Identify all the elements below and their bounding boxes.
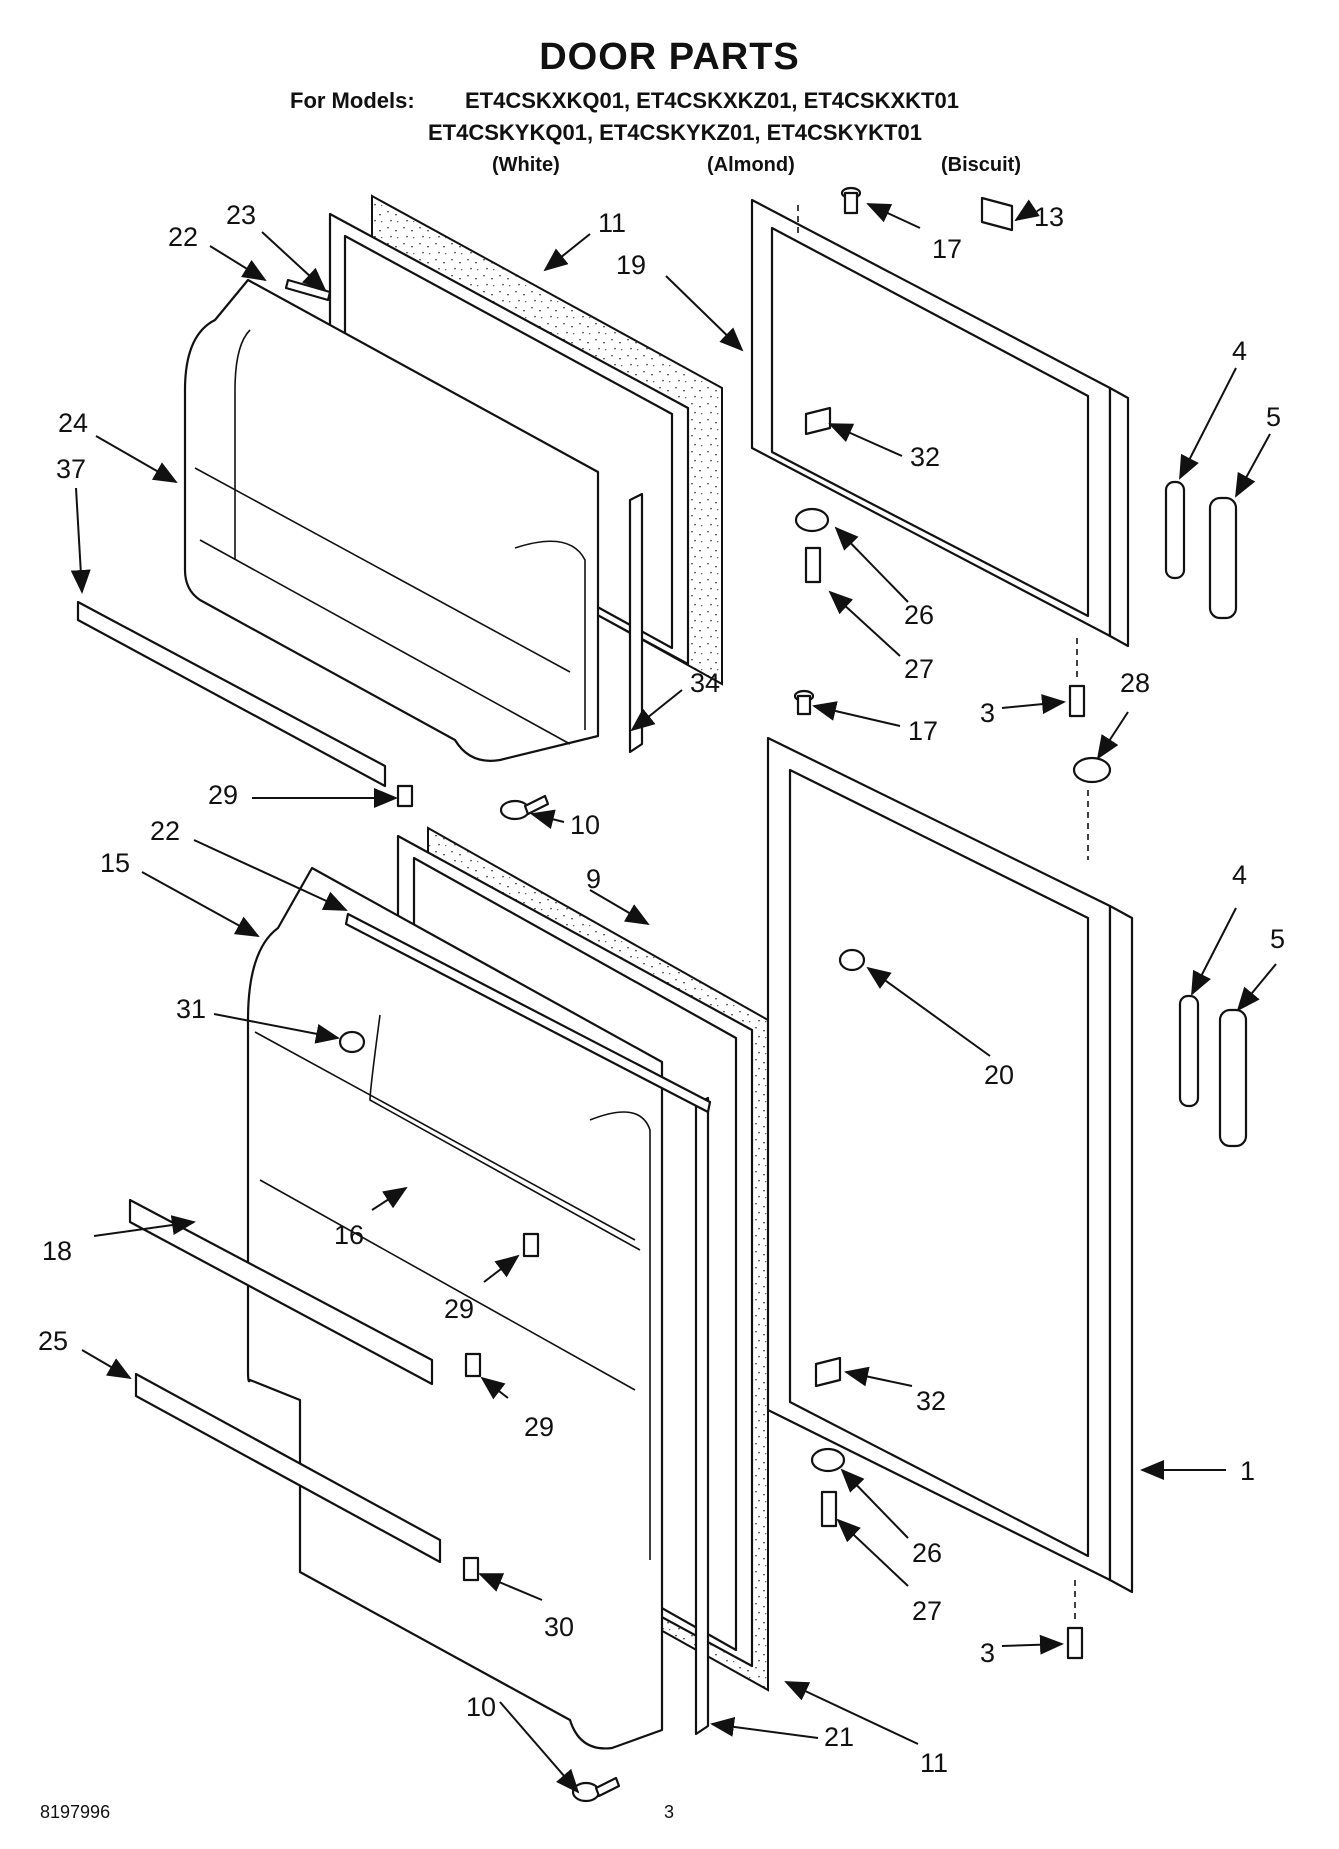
callout-34: 34 [690,668,720,698]
callout-27b: 27 [912,1596,942,1626]
freezer-breaker-strip [628,492,644,754]
callout-11b: 11 [920,1748,948,1778]
leader-lines [70,199,1271,830]
freezer-door-side [1108,386,1130,648]
freezer-door-shelf-bar [76,600,387,788]
callout-4: 4 [1232,336,1247,366]
color-white: (White) [492,154,560,176]
freezer-spacer [396,784,414,808]
models-line-1: ET4CSKXKQ01, ET4CSKXKZ01, ET4CSKXKT01 [465,88,959,113]
callout-29b: 29 [444,1294,474,1324]
freezer-handle-trim [1164,480,1186,580]
fresh-food-hinge [814,1356,842,1388]
callout-22b: 22 [150,816,180,846]
callout-numbers-lower: 22 15 9 4 5 31 20 18 16 29 25 29 32 1 26… [38,816,1285,1778]
fresh-food-spacer-3 [462,1556,480,1582]
callout-11: 11 [598,208,626,238]
callout-18: 18 [42,1236,72,1266]
callout-30: 30 [544,1612,574,1642]
fresh-food-handle-trim [1178,994,1200,1108]
fresh-food-door-shelf-bar-upper [128,1198,434,1386]
hinge-hole-plug [1072,756,1112,784]
callout-32: 32 [910,442,940,472]
callout-4b: 4 [1232,860,1247,890]
document-number: 8197996 [40,1802,111,1822]
callout-24: 24 [58,408,88,438]
callout-19: 19 [616,250,646,280]
color-almond: (Almond) [707,154,795,176]
fresh-food-door-side [1108,904,1134,1594]
fresh-food-bottom-screw [1066,1580,1084,1660]
fresh-food-door-shelf-bar-lower [134,1372,442,1564]
callout-37: 37 [56,454,86,484]
callout-3b: 3 [980,1638,995,1668]
fresh-food-retainer [344,912,712,1114]
fresh-food-breaker-strip [694,1096,710,1736]
freezer-outer-door-panel [770,226,1090,618]
callout-27: 27 [904,654,934,684]
callout-29c: 29 [524,1412,554,1442]
page-number: 3 [664,1802,675,1822]
leader-lines-lower [81,839,1277,1794]
fresh-food-spacer-2 [464,1352,482,1378]
callout-5: 5 [1266,402,1281,432]
callout-numbers-upper: 23 22 11 19 17 13 4 5 24 37 32 26 27 34 … [56,200,1281,840]
callout-10b: 10 [466,1692,496,1722]
callout-26b: 26 [912,1538,942,1568]
callout-17: 17 [932,234,962,264]
fresh-food-handle [1218,1008,1248,1148]
models-line-2: ET4CSKYKQ01, ET4CSKYKZ01, ET4CSKYKT01 [428,120,922,145]
fresh-food-cam [338,1030,366,1054]
fresh-food-spacer-1 [522,1232,540,1258]
freezer-hinge-bracket [794,507,830,533]
fresh-food-outer-door-panel [788,768,1090,1558]
freezer-hinge-pin [840,186,862,215]
models-prefix: For Models: [290,88,415,113]
fresh-food-screw [571,1776,621,1803]
refrigerator-door-assembly [128,689,1248,1803]
callout-9: 9 [586,864,601,894]
callout-17b: 17 [908,716,938,746]
callout-21: 21 [824,1722,854,1752]
fresh-food-hinge-bracket [810,1447,846,1473]
callout-22: 22 [168,222,198,252]
callout-10: 10 [570,810,600,840]
callout-31: 31 [176,994,206,1024]
callout-1: 1 [1240,1456,1255,1486]
freezer-screw [499,794,550,821]
callout-15: 15 [100,848,130,878]
color-biscuit: (Biscuit) [941,154,1021,176]
freezer-bottom-screw [1068,638,1086,718]
freezer-cap-plug [980,196,1014,232]
callout-29: 29 [208,780,238,810]
freezer-hinge-screw [804,546,822,584]
fresh-food-liner [246,866,664,1750]
callout-13: 13 [1034,202,1064,232]
callout-25: 25 [38,1326,68,1356]
door-stop-cam [838,948,866,972]
callout-28: 28 [1120,668,1150,698]
freezer-door-assembly [76,186,1238,860]
page-title: DOOR PARTS [539,36,800,78]
callout-20: 20 [984,1060,1014,1090]
callout-23: 23 [226,200,256,230]
freezer-liner [183,278,600,762]
callout-32b: 32 [916,1386,946,1416]
fresh-food-hinge-screw [820,1490,838,1528]
callout-26: 26 [904,600,934,630]
callout-5b: 5 [1270,924,1285,954]
callout-3: 3 [980,698,995,728]
freezer-retainer [284,278,332,302]
fresh-food-hinge-pin [793,689,815,716]
freezer-handle [1208,496,1238,620]
callout-16: 16 [334,1220,364,1250]
